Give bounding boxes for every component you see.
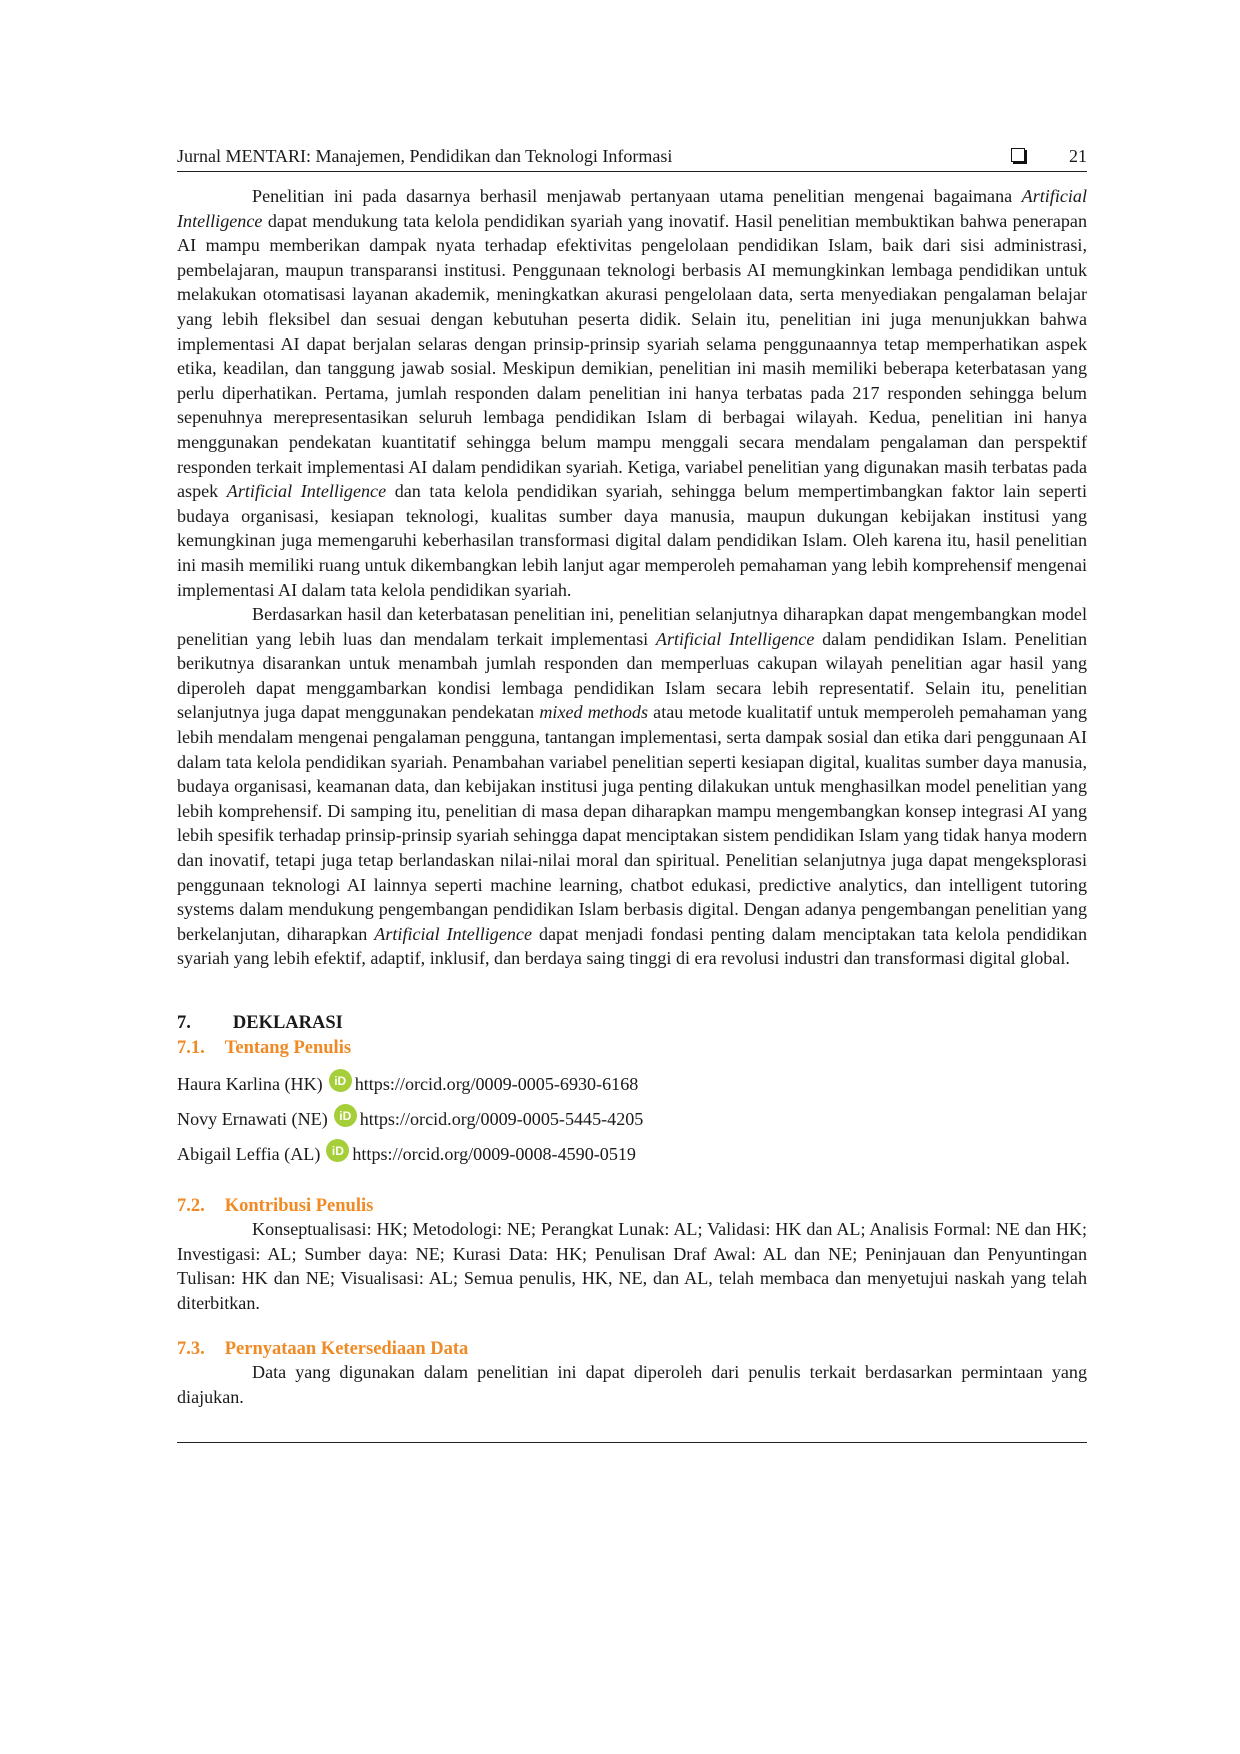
text-run: Berdasarkan hasil dan keterbatasan penel… <box>177 604 1087 649</box>
page: Jurnal MENTARI: Manajemen, Pendidikan da… <box>177 146 1087 1443</box>
header-right: 21 <box>1011 146 1087 167</box>
journal-title: Jurnal MENTARI: Manajemen, Pendidikan da… <box>177 146 673 166</box>
author-name: Abigail Leffia (AL) <box>177 1144 321 1164</box>
orcid-icon[interactable]: iD <box>333 1104 357 1127</box>
italic-term: mixed methods <box>539 702 649 723</box>
author-line: Haura Karlina (HK) iD https://orcid.org/… <box>177 1067 1087 1102</box>
section-title: DEKLARASI <box>232 1013 343 1033</box>
author-name: Novy Ernawati (NE) <box>177 1109 328 1129</box>
orcid-icon[interactable]: iD <box>326 1139 350 1162</box>
orcid-icon[interactable]: iD <box>328 1069 352 1092</box>
orcid-link[interactable]: https://orcid.org/0009-0005-5445-4205 <box>359 1109 644 1129</box>
orcid-link[interactable]: https://orcid.org/0009-0005-6930-6168 <box>354 1074 639 1094</box>
italic-term: Artificial Intelligence <box>374 923 532 944</box>
section-number: 7. <box>177 1013 191 1033</box>
text-run: dalam pendidikan Islam. Penelitian berik… <box>177 628 1087 723</box>
author-line: Abigail Leffia (AL) iD https://orcid.org… <box>177 1137 1087 1172</box>
italic-term: Artificial Intelligence <box>226 481 387 502</box>
body-text: Penelitian ini pada dasarnya berhasil me… <box>177 184 1087 971</box>
data-availability-paragraph: Data yang digunakan dalam penelitian ini… <box>177 1362 1087 1407</box>
italic-term: Artificial Intelligence <box>177 186 1087 231</box>
subsection-number: 7.1. <box>177 1038 205 1058</box>
subsection-number: 7.3. <box>177 1339 205 1360</box>
subsection-number: 7.2. <box>177 1196 205 1216</box>
running-header: Jurnal MENTARI: Manajemen, Pendidikan da… <box>177 146 1087 172</box>
subsection-title: Tentang Penulis <box>224 1038 352 1058</box>
subsection-heading-ketersediaan-data: 7.3. Pernyataan Ketersediaan Data <box>177 1339 1087 1360</box>
italic-term: Artificial Intelligence <box>655 628 815 649</box>
subsection-heading-kontribusi: 7.2. Kontribusi Penulis <box>177 1196 1087 1217</box>
subsection-title: Pernyataan Ketersediaan Data <box>224 1339 469 1360</box>
footer-rule <box>177 1441 1087 1443</box>
text-run: Penelitian ini pada dasarnya berhasil me… <box>252 186 1022 206</box>
paragraph-1: Penelitian ini pada dasarnya berhasil me… <box>177 184 1087 602</box>
section-heading-deklarasi: 7. DEKLARASI <box>177 1013 1087 1034</box>
text-run: dan tata kelola pendidikan syariah, sehi… <box>177 481 1087 600</box>
page-number: 21 <box>1069 146 1087 166</box>
contribution-paragraph: Konseptualisasi: HK; Metodologi: NE; Per… <box>177 1219 1087 1313</box>
contribution-text: Konseptualisasi: HK; Metodologi: NE; Per… <box>177 1217 1087 1315</box>
orcid-link[interactable]: https://orcid.org/0009-0008-4590-0519 <box>352 1144 636 1164</box>
square-icon <box>1011 148 1025 162</box>
data-availability-text: Data yang digunakan dalam penelitian ini… <box>177 1360 1087 1409</box>
subsection-heading-tentang-penulis: 7.1. Tentang Penulis <box>177 1038 1087 1059</box>
author-name: Haura Karlina (HK) <box>177 1074 323 1094</box>
text-run: dapat menjadi fondasi penting dalam menc… <box>177 923 1087 969</box>
text-run: atau metode kualitatif untuk memperoleh … <box>177 702 1087 944</box>
subsection-title: Kontribusi Penulis <box>224 1196 374 1216</box>
author-line: Novy Ernawati (NE) iD https://orcid.org/… <box>177 1102 1087 1137</box>
author-list: Haura Karlina (HK) iD https://orcid.org/… <box>177 1067 1087 1172</box>
text-run: dapat mendukung tata kelola pendidikan s… <box>177 210 1087 502</box>
paragraph-2: Berdasarkan hasil dan keterbatasan penel… <box>177 602 1087 971</box>
